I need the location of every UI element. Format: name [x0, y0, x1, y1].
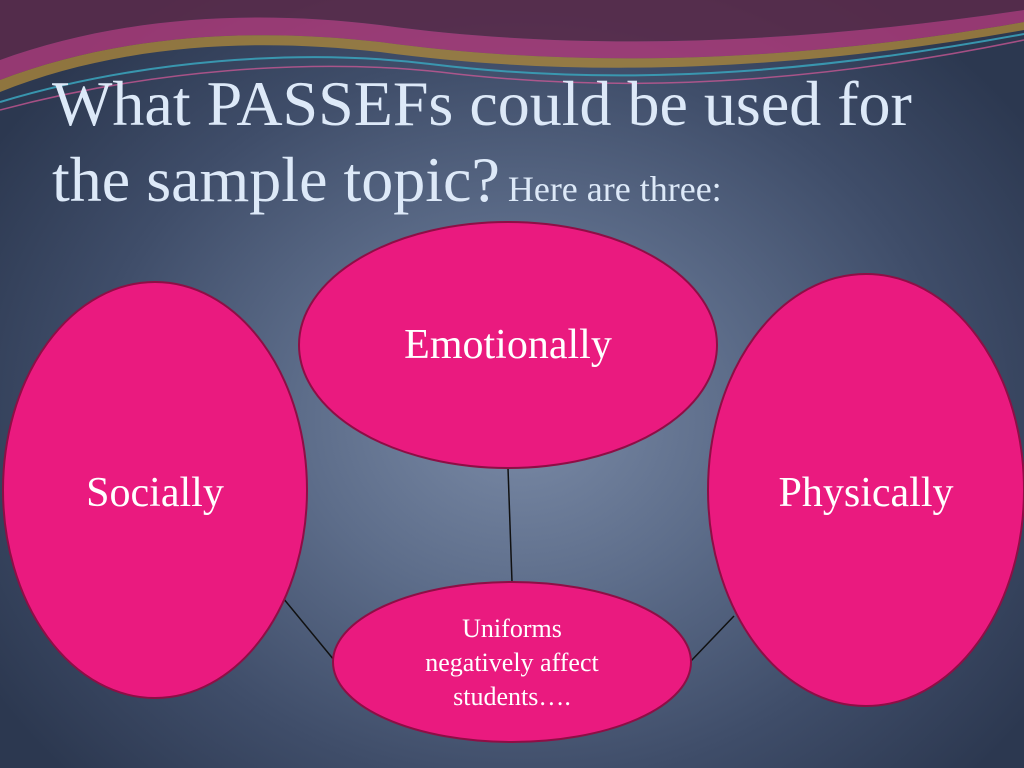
- swoosh-line-pink: [0, 39, 1024, 111]
- connector-physically-center: [689, 615, 735, 663]
- node-center-topic: [332, 581, 692, 743]
- node-physically-label: Physically: [778, 470, 954, 516]
- swoosh-band-magenta: [0, 10, 1024, 80]
- node-emotionally-label: Emotionally: [404, 322, 612, 368]
- center-label-line-3: students….: [453, 682, 571, 711]
- center-label-line-2: negatively affect: [425, 648, 599, 677]
- node-socially: [2, 281, 308, 699]
- node-physically: [707, 273, 1024, 707]
- node-emotionally: [298, 221, 718, 469]
- center-label-line-1: Uniforms: [462, 614, 562, 643]
- decorative-swoosh: [0, 0, 1024, 111]
- title-subtitle: Here are three:: [507, 169, 722, 209]
- slide-title: What PASSEFs could be used for the sampl…: [52, 66, 992, 227]
- node-center-topic-label: Uniforms negatively affect students….: [360, 612, 664, 714]
- swoosh-band-dark: [0, 0, 1024, 60]
- node-socially-label: Socially: [86, 470, 224, 516]
- connector-emotionally-center: [507, 467, 513, 583]
- connector-socially-center: [282, 597, 335, 661]
- swoosh-band-gold: [0, 22, 1024, 92]
- swoosh-line-teal: [0, 33, 1024, 103]
- title-main: What PASSEFs could be used for the sampl…: [52, 68, 912, 215]
